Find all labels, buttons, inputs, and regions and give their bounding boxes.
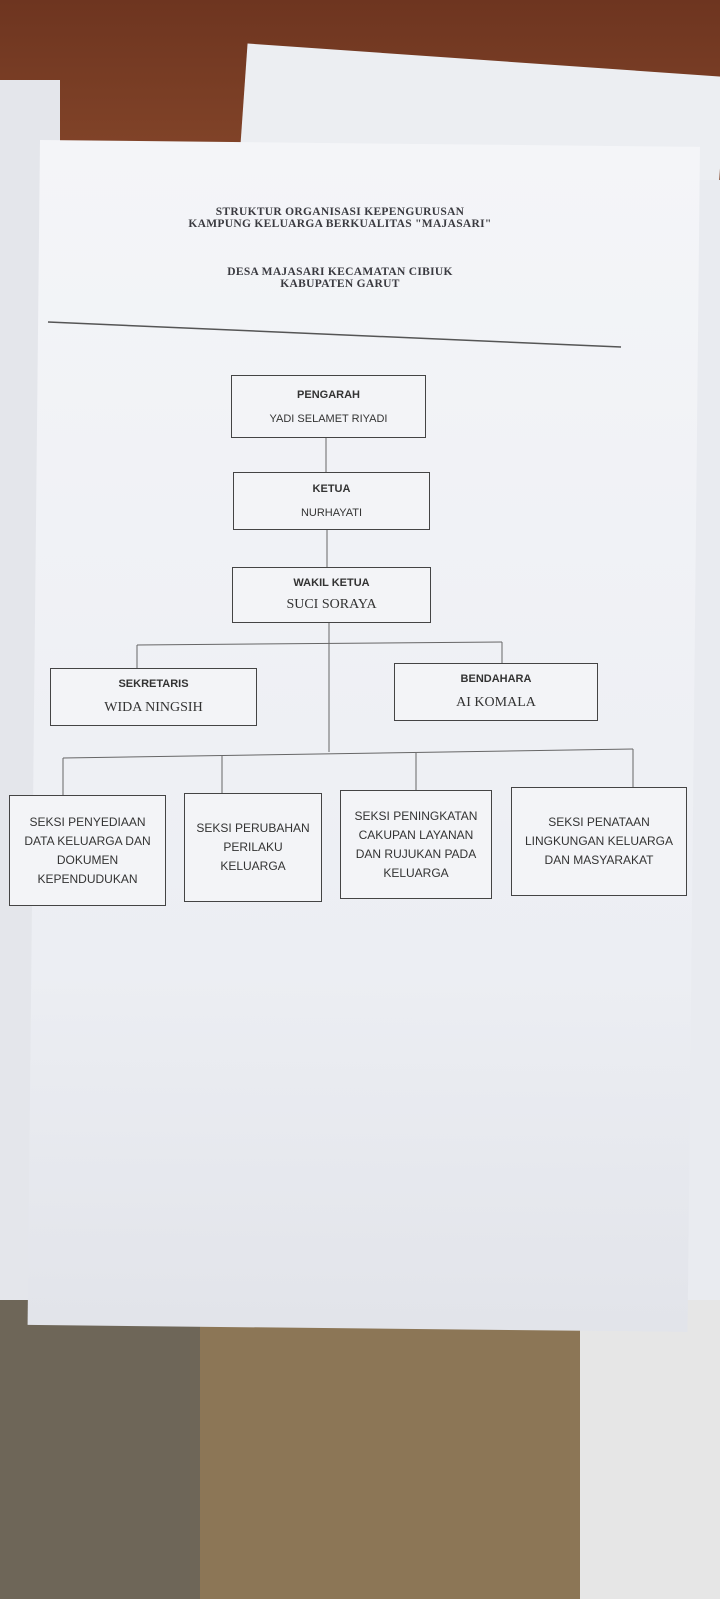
ketua-box: KETUA NURHAYATI bbox=[233, 472, 430, 530]
wakil-ketua-box: WAKIL KETUA SUCI SORAYA bbox=[232, 567, 431, 623]
role-label: KETUA bbox=[312, 483, 351, 495]
seksi-box: SEKSI PENYEDIAAN DATA KELUARGA DAN DOKUM… bbox=[9, 795, 166, 906]
seksi-box: SEKSI PENINGKATAN CAKUPAN LAYANAN DAN RU… bbox=[340, 790, 492, 899]
document-subtitle-line1: DESA MAJASARI KECAMATAN CIBIUK bbox=[227, 266, 453, 278]
connector bbox=[62, 748, 634, 759]
role-label: SEKRETARIS bbox=[118, 678, 189, 690]
person-name: NURHAYATI bbox=[300, 507, 363, 519]
role-label: BENDAHARA bbox=[460, 673, 532, 685]
role-label: PENGARAH bbox=[297, 388, 360, 401]
person-name: YADI SELAMET RIYADI bbox=[269, 412, 388, 425]
seksi-label: SEKSI PERUBAHAN PERILAKU KELUARGA bbox=[196, 821, 310, 873]
floor bbox=[580, 1300, 720, 1599]
bendahara-box: BENDAHARA AI KOMALA bbox=[394, 663, 598, 721]
seksi-box: SEKSI PERUBAHAN PERILAKU KELUARGA bbox=[184, 793, 322, 902]
role-label: WAKIL KETUA bbox=[293, 577, 370, 589]
document-subtitle-line2: KABUPATEN GARUT bbox=[280, 278, 400, 290]
seksi-label: SEKSI PENATAAN LINGKUNGAN KELUARGA DAN M… bbox=[524, 815, 674, 867]
sekretaris-box: SEKRETARIS WIDA NINGSIH bbox=[50, 668, 257, 726]
seksi-label: SEKSI PENINGKATAN CAKUPAN LAYANAN DAN RU… bbox=[354, 808, 478, 880]
header-divider bbox=[47, 321, 622, 348]
document-title-line2: KAMPUNG KELUARGA BERKUALITAS "MAJASARI" bbox=[188, 218, 492, 230]
person-name: SUCI SORAYA bbox=[286, 597, 377, 612]
document-title-line1: STRUKTUR ORGANISASI KEPENGURUSAN bbox=[215, 206, 465, 218]
seksi-box: SEKSI PENATAAN LINGKUNGAN KELUARGA DAN M… bbox=[511, 787, 687, 896]
pengarah-box: PENGARAH YADI SELAMET RIYADI bbox=[231, 375, 426, 438]
connector bbox=[136, 641, 503, 646]
cloth-shadow bbox=[0, 1300, 200, 1599]
seksi-label: SEKSI PENYEDIAAN DATA KELUARGA DAN DOKUM… bbox=[24, 814, 151, 886]
person-name: AI KOMALA bbox=[456, 695, 536, 710]
person-name: WIDA NINGSIH bbox=[104, 700, 203, 715]
